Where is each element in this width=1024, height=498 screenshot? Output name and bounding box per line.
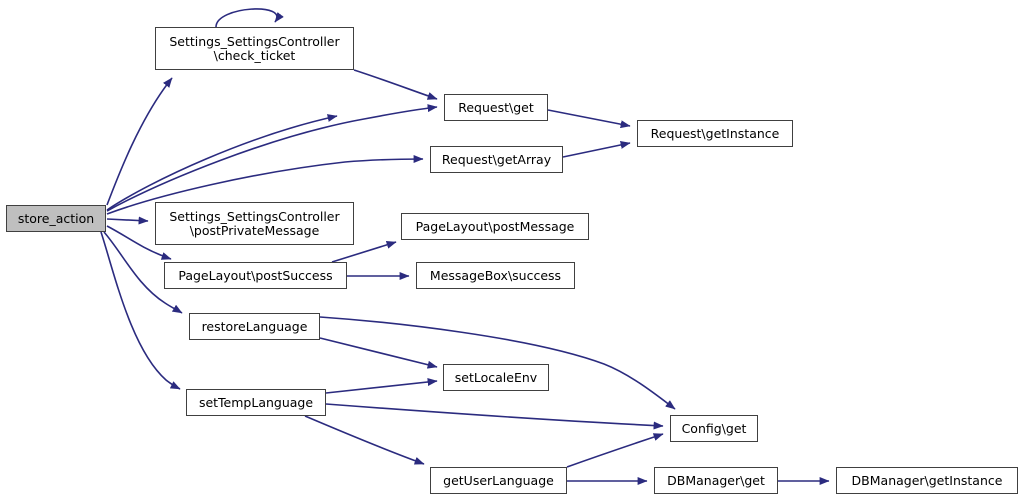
- edge-getuserlanguage-config_get: [566, 433, 664, 468]
- node-setlocaleenv[interactable]: setLocaleEnv: [443, 364, 549, 391]
- edge-store_action-restorelanguage: [103, 231, 183, 314]
- node-messagebox-success[interactable]: MessageBox\success: [416, 262, 575, 289]
- node-request-getarray[interactable]: Request\getArray: [430, 146, 563, 173]
- edge-store_action-request_get-2: [106, 104, 438, 212]
- node-config-get[interactable]: Config\get: [670, 415, 758, 442]
- node-dbmanager-getinstance[interactable]: DBManager\getInstance: [836, 467, 1018, 494]
- edge-restorelanguage-setlocaleenv: [319, 337, 438, 369]
- edge-pagelayout_postsuccess-pagelayout_postmessage: [331, 240, 397, 263]
- edge-store_action-request_get: [106, 114, 338, 211]
- node-settings-settingscontroller-postprivatemessage[interactable]: Settings_SettingsController \postPrivate…: [155, 202, 354, 245]
- node-pagelayout-postmessage[interactable]: PageLayout\postMessage: [401, 213, 589, 240]
- edge-store_action-postprivatemessage: [106, 216, 149, 225]
- edge-check_ticket-check_ticket: [215, 8, 284, 28]
- node-settings-settingscontroller-check-ticket[interactable]: Settings_SettingsController \check_ticke…: [155, 27, 354, 70]
- edge-settemplanguage-getuserlanguage: [304, 415, 425, 465]
- node-store-action[interactable]: store_action: [6, 205, 106, 232]
- edge-check_ticket-request_get: [353, 69, 438, 100]
- edge-store_action-settemplanguage: [100, 231, 181, 390]
- edge-request_getarray-request_getinstance: [562, 141, 631, 158]
- edge-settemplanguage-setlocaleenv: [325, 378, 438, 394]
- node-dbmanager-get[interactable]: DBManager\get: [654, 467, 778, 494]
- node-pagelayout-postsuccess[interactable]: PageLayout\postSuccess: [164, 262, 347, 289]
- edge-request_get-request_getinstance: [547, 109, 631, 129]
- edge-store_action-request_getarray: [106, 155, 424, 215]
- node-restorelanguage[interactable]: restoreLanguage: [189, 313, 320, 340]
- node-settemplanguage[interactable]: setTempLanguage: [186, 389, 326, 416]
- edge-store_action-check_ticket: [106, 77, 173, 206]
- edge-settemplanguage-config_get: [325, 403, 664, 430]
- node-request-get[interactable]: Request\get: [444, 94, 548, 121]
- node-getuserlanguage[interactable]: getUserLanguage: [430, 467, 567, 494]
- node-request-getinstance[interactable]: Request\getInstance: [637, 120, 793, 147]
- edge-restorelanguage-config_get: [319, 316, 676, 410]
- edge-store_action-pagelayout_postsuccess: [106, 225, 172, 260]
